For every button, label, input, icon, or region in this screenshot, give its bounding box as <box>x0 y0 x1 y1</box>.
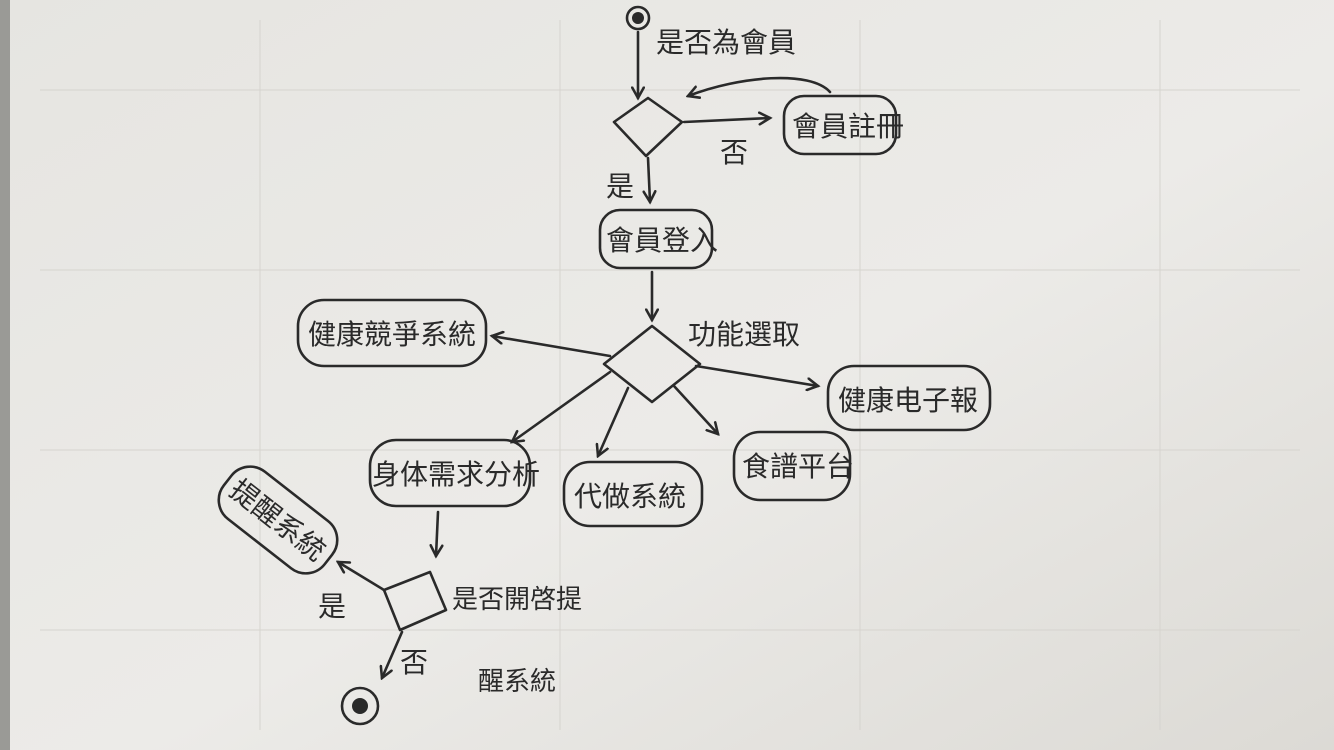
reminder-decision <box>382 570 448 632</box>
flow-arrow-to-health-news <box>694 364 818 386</box>
reminder-question-line1: 是否開啓提 <box>452 585 582 615</box>
yes-label-reminder: 是 <box>318 590 346 623</box>
body-analysis-label: 身体需求分析 <box>372 458 540 491</box>
membership-decision <box>612 96 684 158</box>
flow-arrow-register-return <box>688 76 832 96</box>
register-label: 會員註冊 <box>792 110 904 143</box>
flow-arrow-to-end <box>382 630 404 678</box>
function-select-label: 功能選取 <box>688 318 800 351</box>
login-label: 會員登入 <box>606 224 718 257</box>
recipe-platform-node <box>732 430 852 502</box>
yes-label: 是 <box>606 170 634 203</box>
flow-arrow-to-recipe-platform <box>672 384 718 434</box>
health-news-label: 健康电子報 <box>838 384 978 417</box>
flow-arrow-to-todo-system <box>598 386 630 456</box>
register-node <box>782 94 898 156</box>
flow-arrow-to-register <box>682 118 770 122</box>
health-compete-label: 健康競爭系統 <box>308 318 476 351</box>
start-node <box>625 5 651 31</box>
todo-system-label: 代做系統 <box>574 480 686 513</box>
no-label-reminder: 否 <box>400 646 428 679</box>
no-label: 否 <box>720 136 748 169</box>
login-node <box>598 208 714 270</box>
flow-arrow-to-reminder-decision <box>436 510 438 556</box>
end-node <box>340 686 380 726</box>
paper-edge-shadow <box>0 0 10 750</box>
function-select-decision <box>602 324 702 404</box>
flow-arrow-to-health-compete <box>492 336 612 358</box>
todo-system-node <box>562 460 704 528</box>
flow-arrow-to-login <box>648 156 650 202</box>
flow-arrow-to-reminder-system <box>338 562 386 592</box>
reminder-question-line2: 醒系統 <box>478 667 556 697</box>
recipe-platform-label: 食譜平台 <box>742 450 854 483</box>
body-analysis-node <box>368 438 532 508</box>
start-label: 是否為會員 <box>656 26 796 59</box>
health-compete-node <box>296 298 488 368</box>
paper-ruled-lines <box>40 20 1300 730</box>
health-news-node <box>826 364 992 432</box>
flow-arrow-to-body-analysis <box>512 370 612 442</box>
